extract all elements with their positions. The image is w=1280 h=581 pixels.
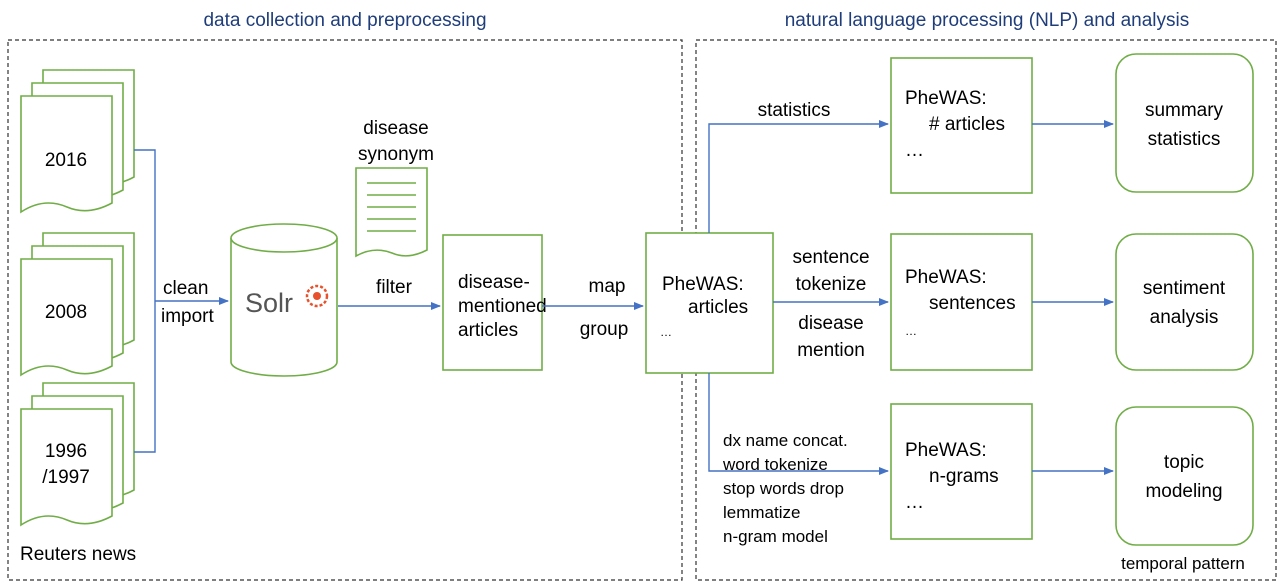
year-label-2008: 2008 — [45, 302, 87, 323]
ngram-box-title: PheWAS: — [905, 440, 987, 461]
left-section-frame — [7, 39, 683, 581]
sentence-box-ellipsis: … — [905, 324, 917, 338]
phewas-sentence-box — [890, 233, 1033, 371]
phewas-articles-label: articles — [688, 297, 748, 318]
topic-label-1: topic — [1164, 452, 1204, 473]
solr-database: Solr — [230, 223, 338, 377]
filter-label: filter — [376, 277, 413, 298]
temporal-pattern-caption: temporal pattern — [1121, 554, 1245, 573]
ngram-box-ellipsis: … — [905, 492, 924, 513]
sentence-label: sentence — [792, 247, 869, 268]
summary-label-2: statistics — [1148, 129, 1221, 150]
ngram-op-1: dx name concat. — [723, 431, 848, 450]
sentiment-analysis-box — [1115, 233, 1254, 371]
phewas-ngram-box — [890, 403, 1033, 540]
map-label: map — [589, 276, 626, 297]
sentence-box-title: PheWAS: — [905, 267, 987, 288]
doc-stack-2008: 2008 — [20, 232, 135, 377]
mention-label: mention — [797, 340, 865, 361]
import-label: import — [161, 306, 215, 327]
disease-synonym-label-1: disease — [363, 118, 429, 139]
phewas-articles-ellipsis: … — [660, 325, 672, 339]
tokenize-label: tokenize — [796, 274, 867, 295]
count-box-label: # articles — [929, 114, 1005, 135]
count-box-ellipsis: … — [905, 140, 924, 161]
ngram-op-2: word tokenize — [722, 455, 828, 474]
year-label-1997: /1997 — [42, 467, 90, 488]
ngram-op-5: n-gram model — [723, 527, 828, 546]
year-label-2016: 2016 — [45, 150, 87, 171]
synonym-document-icon — [355, 167, 428, 258]
ngram-ops-list: dx name concat. word tokenize stop words… — [722, 431, 848, 546]
ngram-op-4: lemmatize — [723, 503, 800, 522]
topic-modeling-box — [1115, 406, 1254, 546]
doc-stack-1996-1997: 1996 /1997 — [20, 382, 135, 527]
phewas-count-box — [890, 57, 1033, 194]
clean-label: clean — [163, 278, 208, 299]
right-section-header: natural language processing (NLP) and an… — [785, 10, 1190, 31]
count-box-title: PheWAS: — [905, 88, 987, 109]
ngram-op-3: stop words drop — [723, 479, 844, 498]
summary-label-1: summary — [1145, 100, 1224, 121]
solr-sun-icon — [305, 284, 329, 308]
disease-mentioned-box — [442, 234, 543, 371]
disease-mentioned-label-3: articles — [458, 320, 518, 341]
doc-stack-2016: 2016 — [20, 69, 135, 214]
reuters-news-caption: Reuters news — [20, 544, 136, 565]
year-label-1996: 1996 — [45, 441, 87, 462]
solr-logo-text: Solr — [245, 288, 293, 318]
statistics-label: statistics — [758, 100, 831, 121]
group-label: group — [580, 319, 629, 340]
left-section-header: data collection and preprocessing — [203, 10, 486, 31]
disease-op-label: disease — [798, 313, 864, 334]
summary-statistics-box — [1115, 53, 1254, 193]
disease-synonym-label-2: synonym — [358, 144, 434, 165]
phewas-articles-title: PheWAS: — [662, 274, 744, 295]
sentiment-label-2: analysis — [1150, 307, 1219, 328]
arrow-to-statistics — [708, 120, 889, 233]
ngram-box-label: n-grams — [929, 466, 999, 487]
sentence-box-label: sentences — [929, 293, 1016, 314]
sources-bracket — [134, 149, 156, 453]
topic-label-2: modeling — [1145, 481, 1222, 502]
sentiment-label-1: sentiment — [1143, 278, 1226, 299]
disease-mentioned-label-1: disease- — [458, 272, 530, 293]
arrow-to-ngrams — [708, 373, 889, 475]
disease-mentioned-label-2: mentioned — [458, 296, 547, 317]
